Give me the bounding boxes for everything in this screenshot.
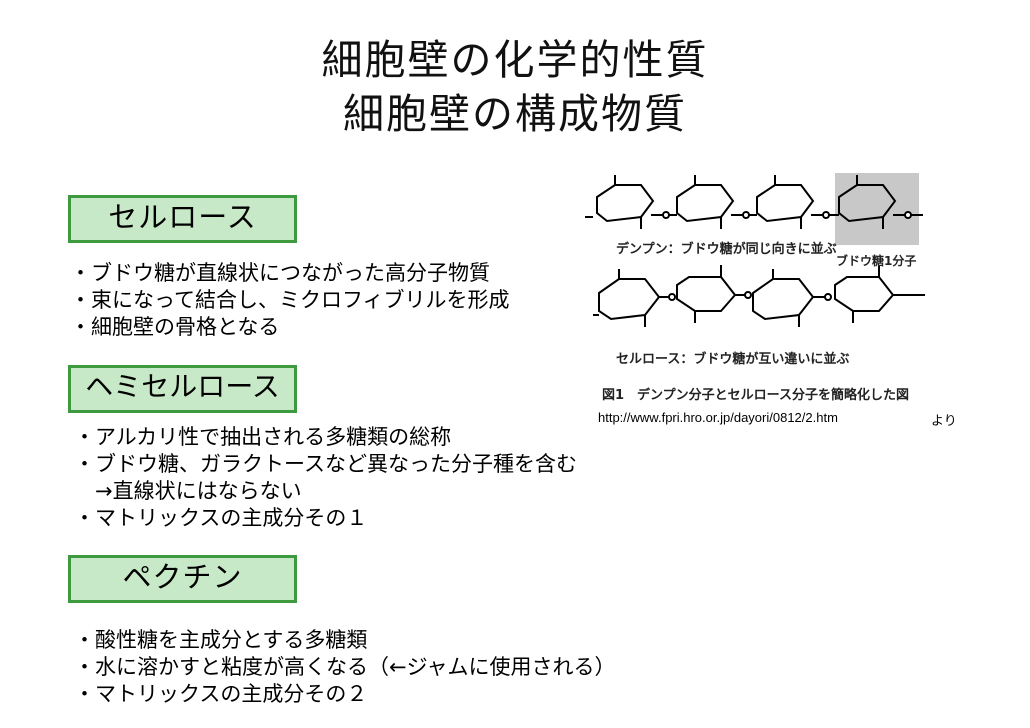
source-url: http://www.fpri.hro.or.jp/dayori/0812/2.… — [598, 410, 838, 425]
starch-caption: デンプン：ブドウ糖が同じ向きに並ぶ — [616, 242, 837, 257]
cellulose-line-1: ・ブドウ糖が直線状につながった高分子物質 — [70, 261, 490, 285]
hemicellulose-line-1: ・アルカリ性で抽出される多糖類の総称 — [74, 425, 452, 449]
slide-title: 細胞壁の化学的性質 — [321, 36, 709, 84]
pectin-description: ・酸性糖を主成分とする多糖類 ・水に溶かすと粘度が高くなる（←ジャムに使用される… — [74, 627, 616, 708]
pectin-label: ペクチン — [68, 555, 297, 603]
starch-chain — [585, 175, 923, 229]
pectin-line-3: ・マトリックスの主成分その２ — [74, 682, 368, 706]
starch-cellulose-diagram — [585, 173, 925, 327]
hemicellulose-label: ヘミセルロース — [68, 365, 297, 413]
cellulose-line-3: ・細胞壁の骨格となる — [70, 315, 280, 339]
hemicellulose-line-2: ・ブドウ糖、ガラクトースなど異なった分子種を含む — [74, 452, 577, 476]
source-suffix: より — [931, 414, 957, 429]
slide-subtitle: 細胞壁の構成物質 — [343, 90, 687, 138]
pectin-line-2: ・水に溶かすと粘度が高くなる（←ジャムに使用される） — [74, 655, 616, 679]
cellulose-caption: セルロース：ブドウ糖が互い違いに並ぶ — [616, 352, 850, 367]
cellulose-description: ・ブドウ糖が直線状につながった高分子物質 ・束になって結合し、ミクロフィブリルを… — [70, 260, 510, 341]
figure-caption: 図1 デンプン分子とセルロース分子を簡略化した図 — [602, 388, 910, 403]
pectin-line-1: ・酸性糖を主成分とする多糖類 — [74, 628, 368, 652]
cellulose-line-2: ・束になって結合し、ミクロフィブリルを形成 — [70, 288, 510, 312]
cellulose-label: セルロース — [68, 195, 297, 243]
hemicellulose-line-3: →直線状にはならない — [74, 479, 302, 503]
hemicellulose-line-4: ・マトリックスの主成分その１ — [74, 506, 368, 530]
hemicellulose-description: ・アルカリ性で抽出される多糖類の総称 ・ブドウ糖、ガラクトースなど異なった分子種… — [74, 424, 577, 532]
glucose-unit-highlight — [835, 173, 919, 245]
glucose-unit-caption: ブドウ糖1分子 — [836, 254, 917, 268]
cellulose-chain — [593, 265, 925, 327]
